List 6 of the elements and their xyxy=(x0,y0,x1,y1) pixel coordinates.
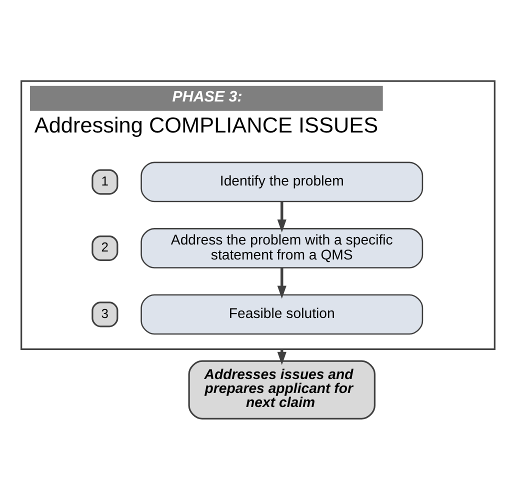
node-box: Feasible solution xyxy=(140,294,424,335)
arrow xyxy=(277,268,286,299)
node-box: Addresses issues and prepares applicant for next claim xyxy=(188,360,376,420)
arrow xyxy=(277,202,286,233)
node-box: Identify the problem xyxy=(140,162,424,202)
node-box: Address the problem with a specific statement from a QMS xyxy=(140,228,424,268)
